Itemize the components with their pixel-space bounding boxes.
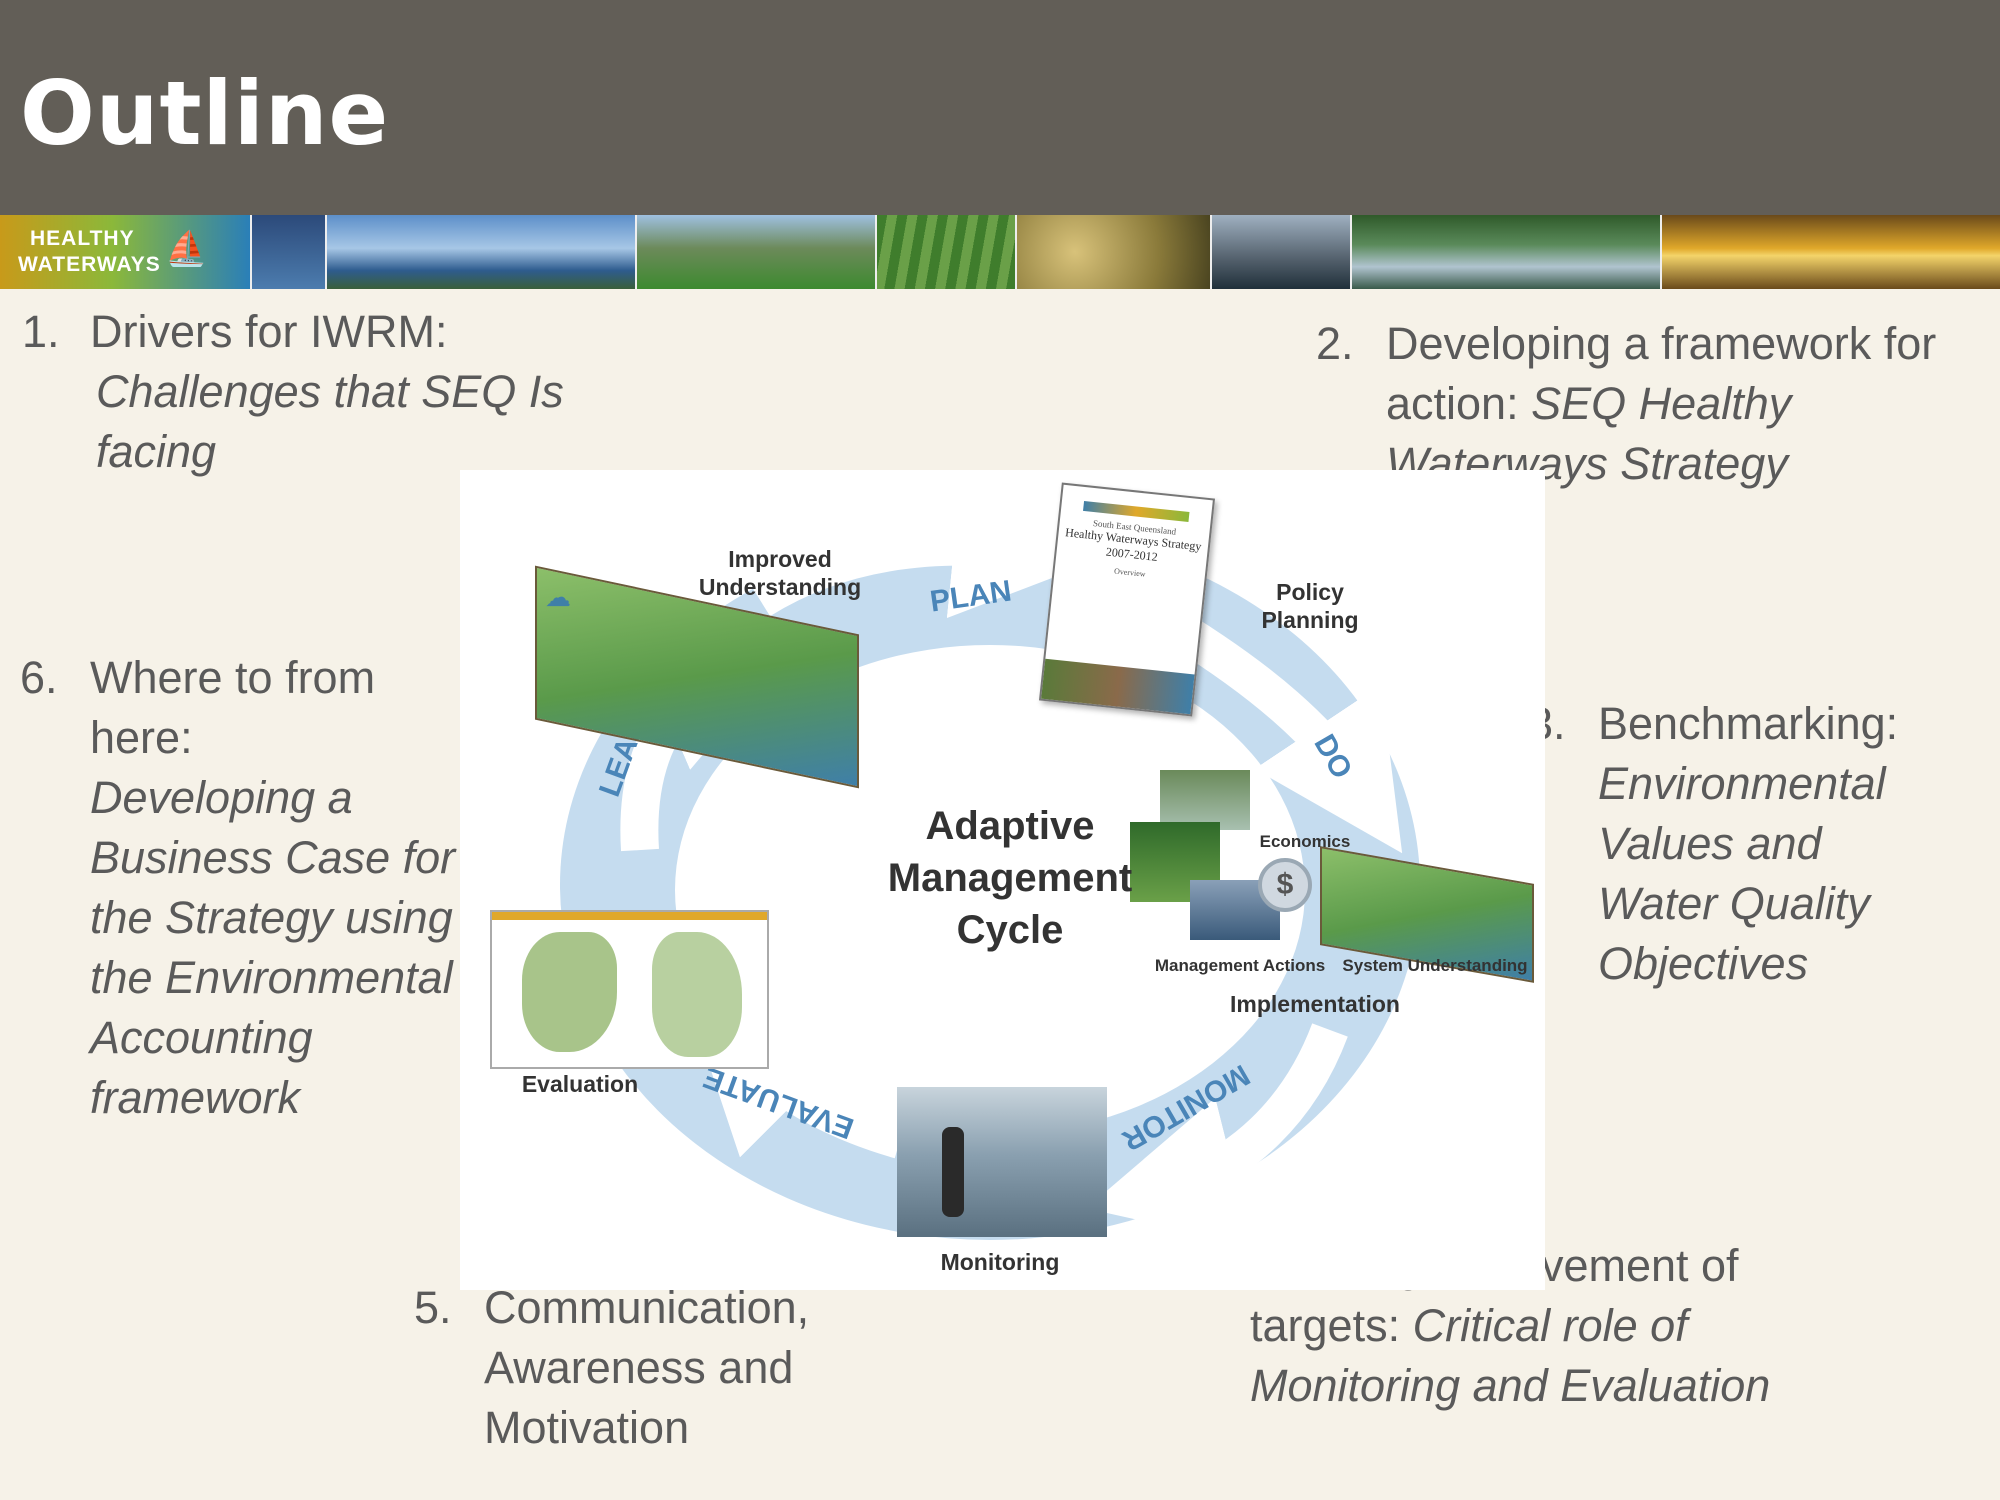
item-lead: Benchmarking: [1598, 698, 1899, 749]
page-title: Outline [20, 62, 390, 165]
item-detail: Developing a Business Case for the Strat… [90, 772, 456, 1123]
banner-photo-canoe [327, 215, 637, 289]
map-region-left [522, 932, 617, 1052]
healthy-waterways-logo: HEALTHY WATERWAYS ⛵ [0, 215, 252, 289]
report-card-map [490, 910, 769, 1069]
banner-photo-stream [1352, 215, 1662, 289]
logo-text-line1: HEALTHY [30, 227, 135, 250]
item-number: 5. [414, 1282, 452, 1333]
item-number: 6. [20, 652, 58, 703]
monitoring-person [942, 1127, 964, 1217]
item-lead: Communication, Awareness and Motivation [484, 1282, 810, 1453]
item-number: 2. [1316, 318, 1354, 369]
label-improved-line1: Improved [728, 546, 832, 572]
label-management-actions: Management Actions [1154, 956, 1326, 975]
label-evaluation: Evaluation [521, 1071, 639, 1097]
item-detail: Challenges that SEQ Is facing [96, 366, 564, 477]
cycle-title-line2: Management [887, 856, 1133, 900]
item-detail: Critical role of Monitoring and Evaluati… [1250, 1300, 1771, 1411]
label-policy-line1: Policy [1276, 579, 1344, 605]
item-lead: Drivers for IWRM: [90, 306, 448, 357]
banner-photo-crops [877, 215, 1017, 289]
photo-banner: HEALTHY WATERWAYS ⛵ [0, 215, 2000, 289]
economics-dollar-icon: $ [1258, 858, 1312, 912]
strategy-report-cover: South East Queensland Healthy Waterways … [1038, 482, 1216, 717]
adaptive-management-diagram: PLAN DO MONITOR EVALUATE LEARN ☁ South E… [460, 470, 1545, 1290]
report-card-header [492, 912, 767, 920]
cycle-title: Adaptive Management Cycle [860, 800, 1160, 956]
outline-item-1: 1. Drivers for IWRM: Challenges that SEQ… [22, 302, 662, 492]
outline-item-6: 6. Where to from here: Developing a Busi… [20, 648, 460, 1208]
item-lead: Where to from here: [90, 652, 376, 763]
boat-icon: ⛵ [165, 230, 208, 268]
cycle-title-line1: Adaptive [925, 804, 1095, 848]
cycle-title-line3: Cycle [956, 908, 1064, 952]
banner-photo-sunset [1662, 215, 2000, 289]
map-region-right [652, 932, 742, 1057]
banner-photo-river [252, 215, 327, 289]
banner-photo-fields [637, 215, 877, 289]
label-economics: Economics [1259, 832, 1351, 851]
banner-photo-boat [1212, 215, 1352, 289]
item-detail: Environmental Values and Water Quality O… [1598, 758, 1886, 989]
label-monitoring: Monitoring [940, 1249, 1060, 1275]
logo-text-line2: WATERWAYS [18, 253, 161, 276]
label-policy-planning: Policy Planning [1240, 578, 1380, 634]
item-lead: Developing a framework for action: [1386, 318, 1937, 429]
outline-item-5: 5. Communication, Awareness and Motivati… [414, 1278, 974, 1468]
label-system-understanding: System Understanding [1342, 956, 1528, 975]
header-bar: Outline [0, 0, 2000, 215]
label-improved-understanding: Improved Understanding [680, 545, 880, 601]
label-improved-line2: Understanding [698, 574, 862, 600]
label-implementation: Implementation [1230, 991, 1400, 1017]
banner-photo-rocks [1017, 215, 1212, 289]
monitoring-photo [897, 1087, 1107, 1237]
rain-cloud-icon: ☁ [545, 582, 571, 612]
label-policy-line2: Planning [1261, 607, 1359, 633]
management-photo-1 [1160, 770, 1250, 830]
outline-item-3: 3. Benchmarking: Environmental Values an… [1528, 694, 1988, 1014]
item-number: 1. [22, 306, 60, 357]
